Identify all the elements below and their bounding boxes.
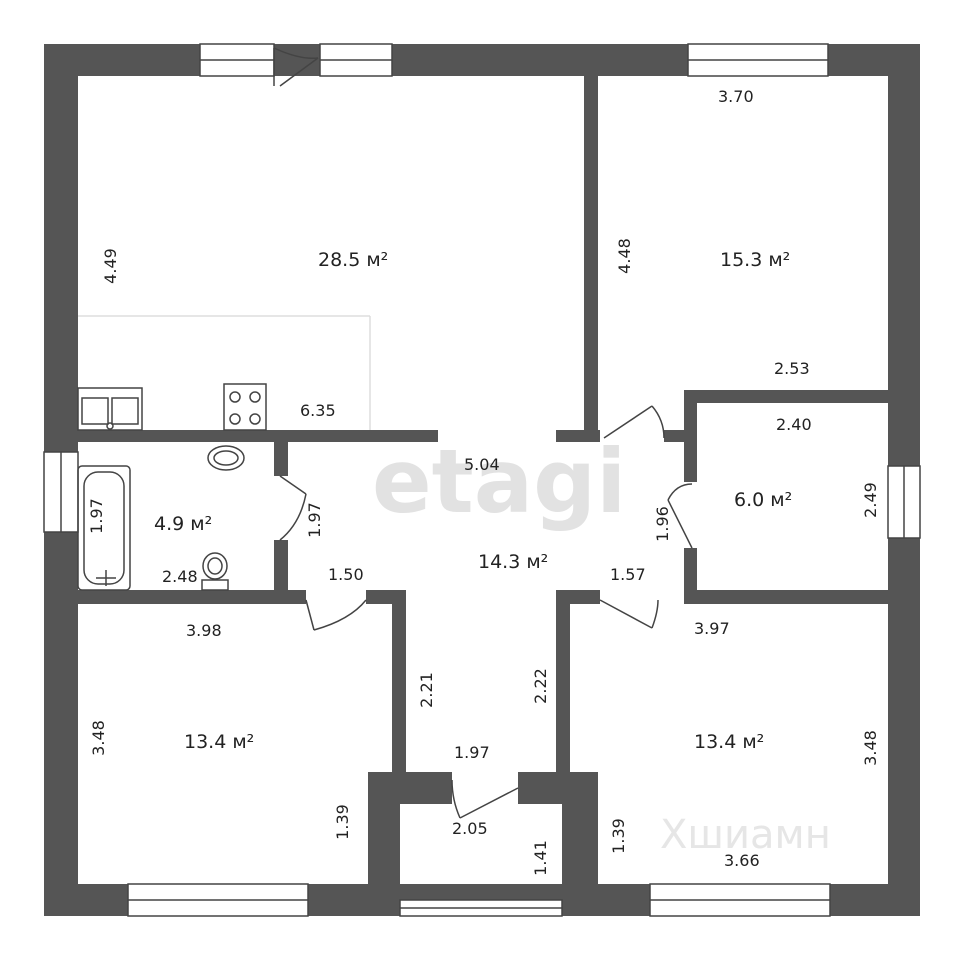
dim-vestibule-height: 1.41 — [531, 840, 550, 876]
dim-small-room-width: 2.40 — [776, 415, 812, 434]
washbasin-icon — [207, 445, 245, 471]
dim-corridor-width: 1.97 — [454, 743, 490, 762]
dim-bedroom-ne-width: 3.70 — [718, 87, 754, 106]
door-balcony — [273, 47, 319, 87]
window-west-bath — [43, 451, 79, 533]
dim-living-height: 4.49 — [101, 248, 120, 284]
dim-bedroom-sw-notch: 1.39 — [333, 804, 352, 840]
door-bedroom-ne — [603, 405, 665, 439]
window-north-right — [687, 43, 829, 77]
dim-bedroom-sw-height: 3.48 — [89, 720, 108, 756]
dim-bedroom-se-notch: 1.39 — [609, 818, 628, 854]
window-north-left — [199, 43, 275, 77]
dim-vestibule-width: 2.05 — [452, 819, 488, 838]
dim-bath-width: 2.48 — [162, 567, 198, 586]
entrance-threshold — [399, 899, 563, 917]
stove-icon — [223, 383, 267, 431]
window-north-mid — [319, 43, 393, 77]
window-south-left — [127, 883, 309, 917]
dim-hall-left: 1.50 — [328, 565, 364, 584]
kitchen-sink-icon — [77, 387, 143, 431]
dim-bath-height: 1.97 — [87, 498, 106, 534]
dim-bedroom-ne-height: 4.48 — [615, 238, 634, 274]
dim-small-room-height: 2.49 — [861, 482, 880, 518]
door-entrance — [451, 779, 519, 819]
dim-living-width: 6.35 — [300, 401, 336, 420]
door-bedroom-se — [599, 599, 659, 629]
dim-small-room-door: 1.96 — [653, 506, 672, 542]
area-small-room: 6.0 м² — [734, 489, 792, 511]
dim-bedroom-se-width: 3.97 — [694, 619, 730, 638]
toilet-icon — [201, 552, 229, 591]
kitchen-fixtures — [77, 315, 371, 431]
interior-walls — [78, 76, 888, 916]
area-bedroom-se: 13.4 м² — [694, 731, 764, 753]
dim-hall-top: 5.04 — [464, 455, 500, 474]
door-bathroom — [279, 475, 307, 541]
area-hall: 14.3 м² — [478, 551, 548, 573]
window-south-right — [649, 883, 831, 917]
dimensions: 4.49 6.35 3.70 4.48 2.53 2.40 2.49 1.96 … — [87, 87, 880, 876]
room-areas: 28.5 м² 15.3 м² 6.0 м² 4.9 м² 14.3 м² 13… — [154, 249, 792, 753]
area-bedroom-ne: 15.3 м² — [720, 249, 790, 271]
window-east-small — [887, 465, 921, 539]
dim-bedroom-sw-width: 3.98 — [186, 621, 222, 640]
doors — [273, 47, 693, 819]
dim-bedroom-se-height: 3.48 — [861, 730, 880, 766]
area-bedroom-sw: 13.4 м² — [184, 731, 254, 753]
dim-bedroom-ne-bottom: 2.53 — [774, 359, 810, 378]
windows — [43, 43, 921, 917]
door-bedroom-sw — [305, 599, 367, 631]
dim-hall-right: 1.57 — [610, 565, 646, 584]
dim-bedroom-se-bottom: 3.66 — [724, 851, 760, 870]
dim-bath-door: 1.97 — [305, 502, 324, 538]
area-living-room: 28.5 м² — [318, 249, 388, 271]
watermark-logo: etagi — [372, 430, 626, 533]
dim-corridor-right: 2.22 — [531, 668, 550, 704]
door-small-room — [667, 483, 693, 549]
bathroom-fixtures — [77, 445, 245, 591]
watermark-corner: Хшиамн — [660, 812, 831, 858]
bathtub-icon — [77, 465, 131, 591]
area-bathroom: 4.9 м² — [154, 513, 212, 535]
dim-corridor-left: 2.21 — [417, 672, 436, 708]
